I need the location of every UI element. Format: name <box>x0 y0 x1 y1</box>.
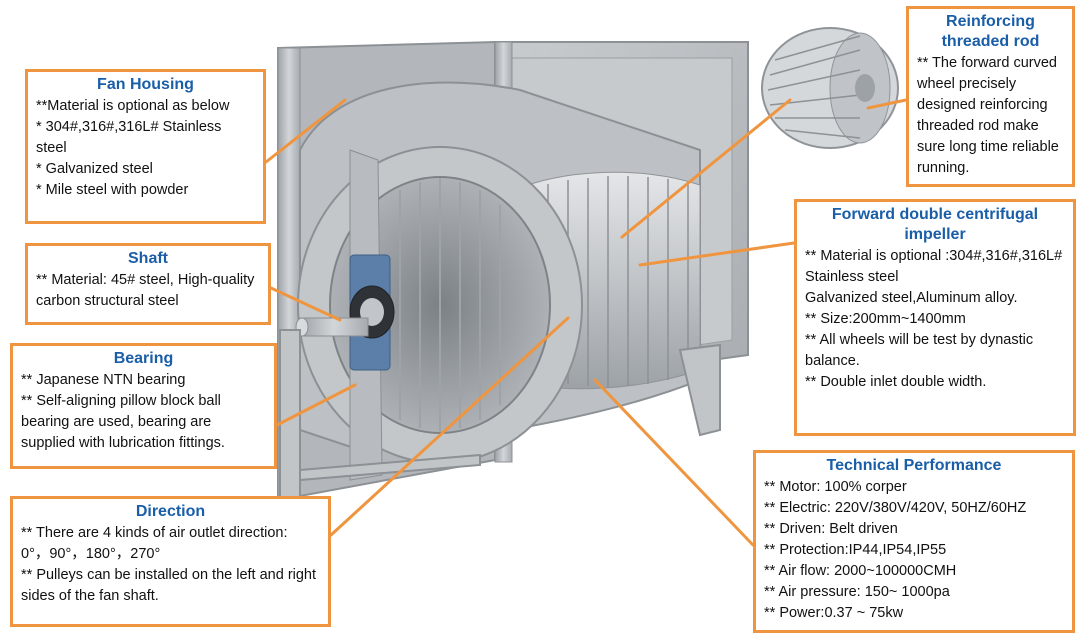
callout-line: * Mile steel with powder <box>36 182 189 198</box>
callout-line: ** Motor: 100% corper <box>764 479 907 495</box>
callout-line: ** Protection:IP44,IP54,IP55 <box>764 542 947 558</box>
callout-bearing: Bearing ** Japanese NTN bearing ** Self-… <box>10 343 277 469</box>
callout-direction: Direction ** There are 4 kinds of air ou… <box>10 496 331 627</box>
callout-line: ** Size:200mm~1400mm <box>805 311 966 327</box>
leader-bearing <box>275 383 357 427</box>
leader-tech <box>593 378 755 547</box>
leader-rod-b <box>620 98 792 239</box>
callout-title: Reinforcing threaded rod <box>941 13 1040 50</box>
callout-fan-housing: Fan Housing **Material is optional as be… <box>25 69 266 224</box>
inlet-ring <box>297 146 583 464</box>
callout-line: ** All wheels will be test by dynastic b… <box>805 332 1038 369</box>
leader-shaft <box>269 286 342 322</box>
callout-reinforcing-rod: Reinforcing threaded rod ** The forward … <box>906 6 1075 187</box>
leader-rod-a <box>866 98 908 110</box>
callout-line: ** Japanese NTN bearing <box>21 372 186 388</box>
callout-title: Forward double centrifugal impeller <box>831 206 1039 243</box>
impeller-wheel-inset <box>761 27 899 149</box>
callout-title: Technical Performance <box>826 457 1002 474</box>
callout-line: * Galvanized steel <box>36 161 153 177</box>
callout-technical-performance: Technical Performance ** Motor: 100% cor… <box>753 450 1075 633</box>
callout-line: ** Electric: 220V/380V/420V, 50HZ/60HZ <box>764 500 1027 516</box>
callout-line: ** There are 4 kinds of air outlet direc… <box>21 525 288 541</box>
bearing-assembly <box>295 149 395 481</box>
callout-line: ** Material is optional :304#,316#,316L#… <box>805 248 1067 285</box>
callout-line: * 304#,316#,316L# Stainless steel <box>36 119 226 156</box>
callout-line: 0°，90°，180°，270° <box>21 546 161 562</box>
callout-line: ** The forward curved wheel precisely de… <box>917 55 1063 176</box>
callout-title: Shaft <box>128 250 168 267</box>
callout-line: ** Pulleys can be installed on the left … <box>21 567 321 604</box>
leader-direction <box>329 316 570 537</box>
callout-shaft: Shaft ** Material: 45# steel, High-quali… <box>25 243 271 325</box>
callout-line: **Material is optional as below <box>36 98 230 114</box>
callout-line: ** Driven: Belt driven <box>764 521 898 537</box>
callout-impeller: Forward double centrifugal impeller ** M… <box>794 199 1076 436</box>
callout-line: ** Material: 45# steel, High-quality car… <box>36 272 259 309</box>
callout-line: ** Air pressure: 150~ 1000pa <box>764 584 950 600</box>
leader-housing <box>264 98 347 164</box>
leader-impeller <box>638 241 796 267</box>
callout-title: Direction <box>135 503 206 520</box>
callout-line: ** Double inlet double width. <box>805 374 987 390</box>
callout-title: Bearing <box>113 350 174 367</box>
callout-line: ** Air flow: 2000~100000CMH <box>764 563 957 579</box>
leader-lines <box>264 98 908 547</box>
callout-line: ** Power:0.37 ~ 75kw <box>764 605 904 621</box>
callout-line: Galvanized steel,Aluminum alloy. <box>805 290 1018 306</box>
callout-title: Fan Housing <box>97 76 194 93</box>
callout-line: ** Self-aligning pillow block ball beari… <box>21 393 225 451</box>
